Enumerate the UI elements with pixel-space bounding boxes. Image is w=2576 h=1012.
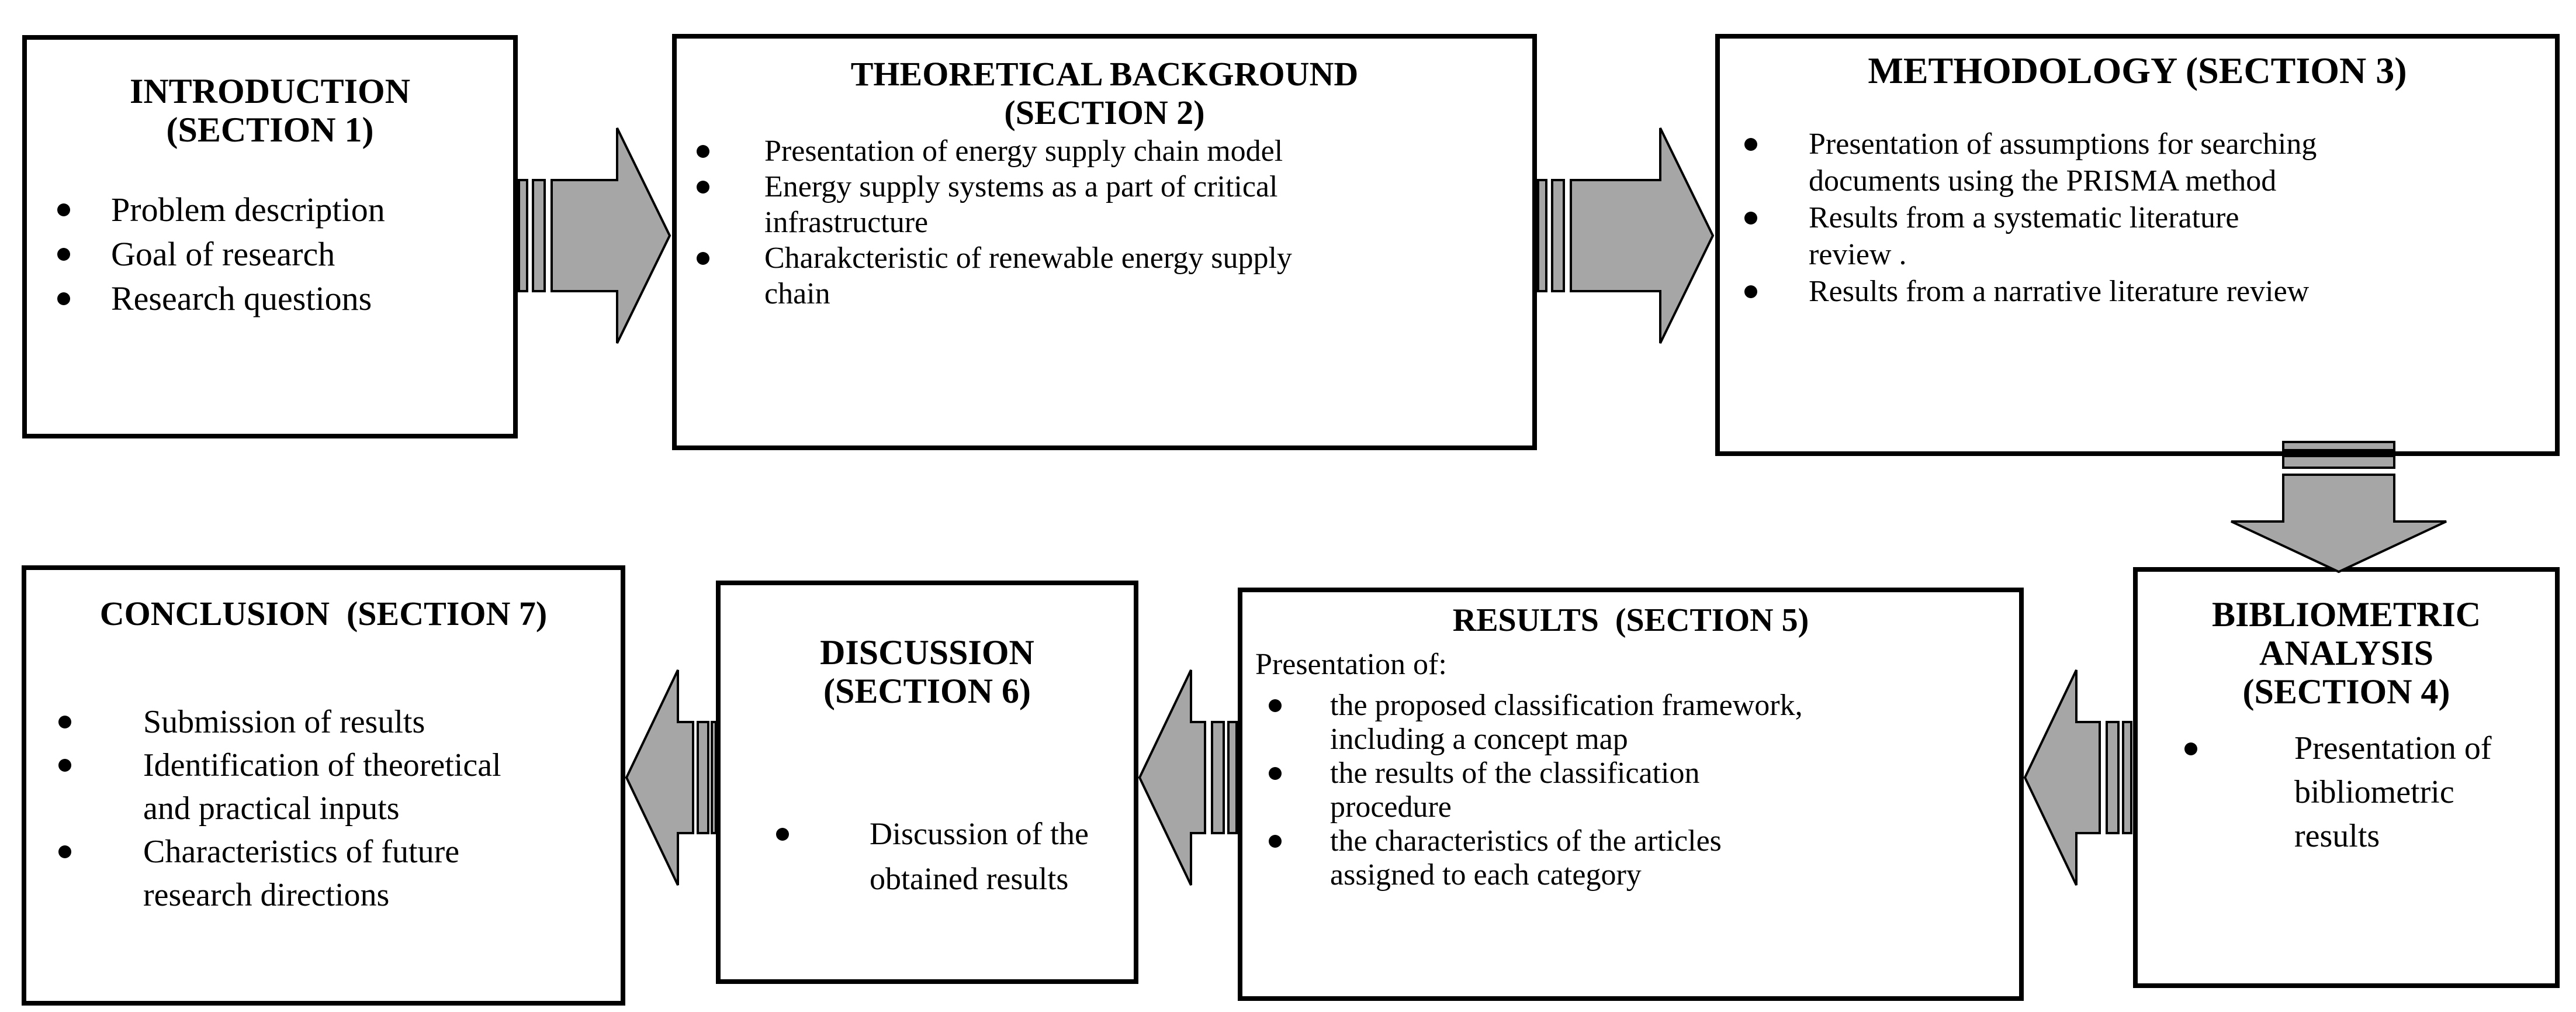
- box-introduction-bullet-list: Problem description Goal of research Res…: [27, 188, 513, 321]
- list-item: Research questions: [27, 277, 513, 321]
- bullet-dot-icon: [1269, 699, 1282, 712]
- list-item: Submission of results: [26, 700, 621, 744]
- list-item: Energy supply systems as a part of criti…: [677, 169, 1532, 240]
- box-conclusion: CONCLUSION (SECTION 7) Submission of res…: [22, 565, 625, 1006]
- bullet-dot-icon: [58, 759, 71, 772]
- box-results-title: RESULTS (SECTION 5): [1452, 602, 1809, 638]
- bullet-dot-icon: [58, 845, 71, 858]
- arrow-section4-to-section5-icon: [2023, 669, 2132, 886]
- bullet-dot-icon: [57, 248, 70, 261]
- bullet-dot-icon: [58, 716, 71, 728]
- arrow-section6-to-section7-icon: [625, 669, 717, 886]
- box-introduction-title: INTRODUCTION(SECTION 1): [129, 72, 411, 149]
- box-results-lead-text: Presentation of:: [1255, 648, 1447, 681]
- list-item: Presentation of assumptions for searchin…: [1720, 126, 2555, 199]
- bullet-dot-icon: [697, 251, 709, 265]
- arrow-section2-to-section3-icon: [1537, 127, 1715, 344]
- bullet-dot-icon: [57, 203, 70, 216]
- box-discussion-title: DISCUSSION(SECTION 6): [820, 633, 1034, 710]
- bullet-dot-icon: [697, 180, 709, 194]
- box-conclusion-title: CONCLUSION (SECTION 7): [99, 595, 548, 633]
- box-methodology: METHODOLOGY (SECTION 3) Presentation of …: [1715, 34, 2560, 456]
- arrow-section5-to-section6-icon: [1138, 669, 1238, 886]
- bullet-dot-icon: [57, 292, 70, 305]
- bullet-dot-icon: [1269, 767, 1282, 780]
- bullet-dot-icon: [1744, 137, 1757, 151]
- list-item: Results from a narrative literature revi…: [1720, 273, 2555, 310]
- bullet-dot-icon: [697, 144, 709, 158]
- box-theoretical-background-bullet-list: Presentation of energy supply chain mode…: [677, 133, 1532, 312]
- box-conclusion-bullet-list: Submission of results Identification of …: [26, 700, 621, 917]
- box-methodology-title: METHODOLOGY (SECTION 3): [1868, 50, 2407, 91]
- arrow-section1-to-section2-icon: [518, 127, 671, 344]
- bullet-dot-icon: [2184, 742, 2197, 755]
- list-item: Charakcteristic of renewable energy supp…: [677, 240, 1532, 312]
- arrow-section3-to-section4-icon: [2231, 441, 2447, 574]
- box-theoretical-background-title: THEORETICAL BACKGROUND(SECTION 2): [850, 55, 1359, 132]
- list-item: Problem description: [27, 188, 513, 232]
- box-introduction: INTRODUCTION(SECTION 1) Problem descript…: [22, 35, 518, 438]
- list-item: Presentation of energy supply chain mode…: [677, 133, 1532, 169]
- box-theoretical-background: THEORETICAL BACKGROUND(SECTION 2) Presen…: [672, 34, 1537, 450]
- bullet-dot-icon: [776, 827, 789, 841]
- box-results-bullet-list: the proposed classification framework,in…: [1242, 689, 2019, 892]
- box-results: RESULTS (SECTION 5) Presentation of: the…: [1238, 588, 2024, 1001]
- box-methodology-bullet-list: Presentation of assumptions for searchin…: [1720, 126, 2555, 310]
- bullet-dot-icon: [1269, 835, 1282, 848]
- bullet-dot-icon: [1744, 211, 1757, 224]
- list-item: the proposed classification framework,in…: [1242, 689, 2019, 757]
- bullet-dot-icon: [1744, 285, 1757, 298]
- list-item: Goal of research: [27, 232, 513, 277]
